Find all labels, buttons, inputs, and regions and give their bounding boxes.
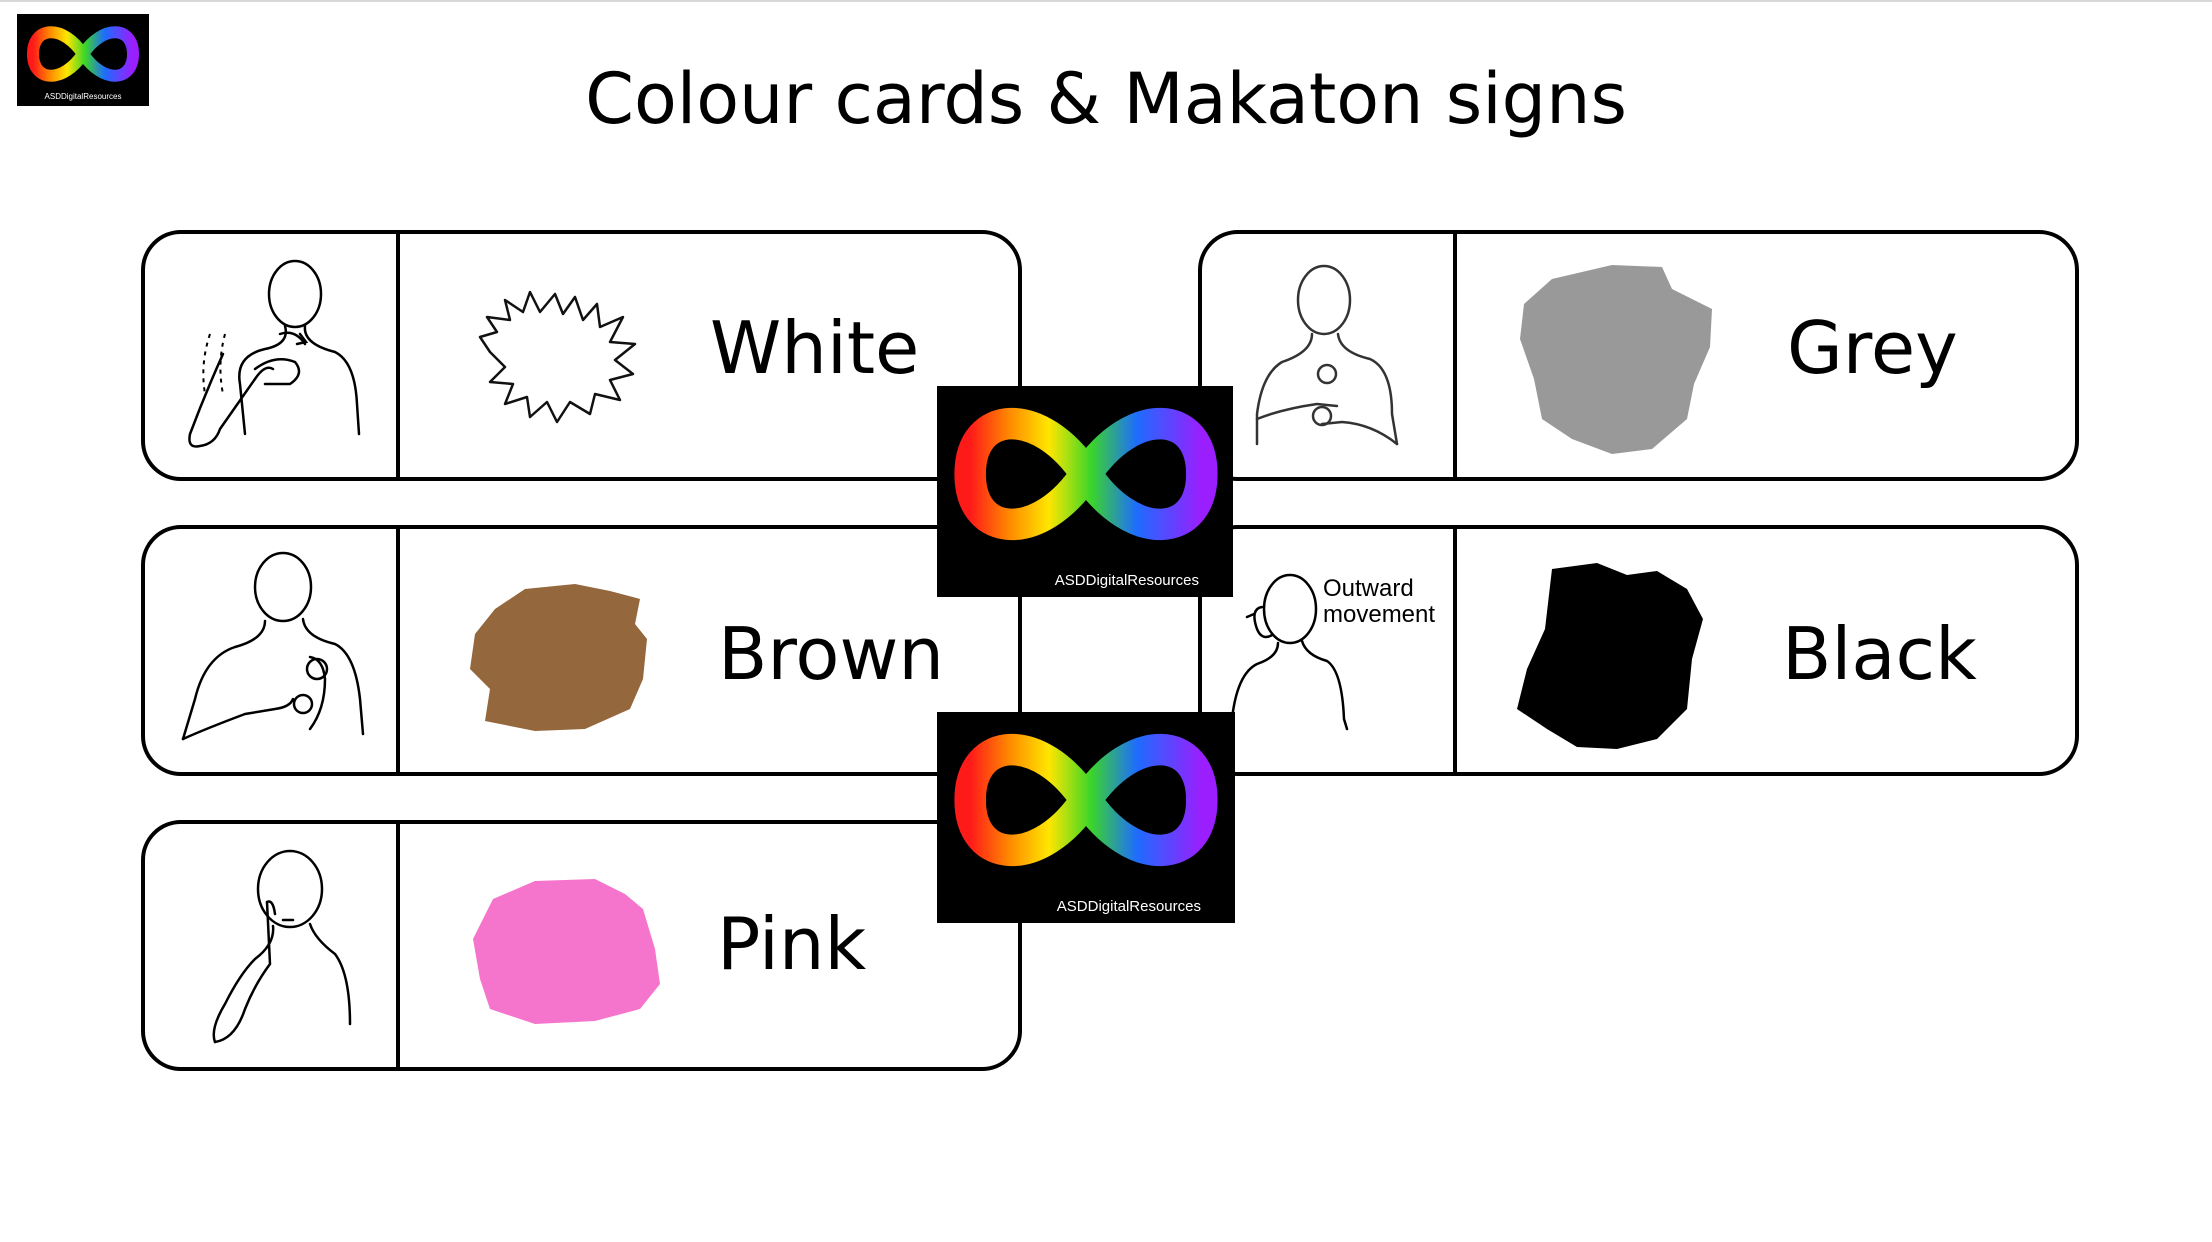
page-title: Colour cards & Makaton signs [585,58,1627,140]
colour-card-pink: Pink [141,820,1022,1071]
pink-colour-swatch [473,879,660,1024]
colour-card-white: White [141,230,1022,481]
rainbow-infinity-icon [954,407,1218,541]
grey-colour-swatch [1520,265,1712,454]
brown-colour-swatch [470,584,647,731]
white-colour-swatch [478,290,637,424]
colour-word-pink: Pink [717,902,867,986]
logo-caption: ASDDigitalResources [1054,572,1199,589]
card-divider [396,234,400,477]
makaton-grey-sign-icon [1255,264,1399,446]
rainbow-infinity-icon [954,733,1218,867]
watermark-logo-bottom: ASDDigitalResources [937,712,1235,923]
colour-word-black: Black [1782,612,1977,696]
colour-word-brown: Brown [718,612,944,696]
colour-word-grey: Grey [1787,306,1958,390]
black-colour-swatch [1517,563,1703,749]
logo-caption: ASDDigitalResources [44,92,122,101]
rainbow-infinity-icon [26,26,140,82]
makaton-white-sign-icon [188,259,361,448]
colour-card-brown: Brown [141,525,1022,776]
watermark-logo-top: ASDDigitalResources [937,386,1233,597]
card-divider [1453,529,1457,772]
card-divider [1453,234,1457,477]
colour-word-white: White [710,306,920,390]
makaton-pink-sign-icon [212,849,352,1044]
brand-logo: ASDDigitalResources [17,14,149,106]
top-rule [0,0,2212,2]
makaton-black-sign-icon [1225,573,1349,741]
card-divider [396,529,400,772]
card-divider [396,824,400,1067]
logo-caption: ASDDigitalResources [1056,898,1201,915]
makaton-brown-sign-icon [181,551,365,741]
colour-card-grey: Grey [1198,230,2079,481]
